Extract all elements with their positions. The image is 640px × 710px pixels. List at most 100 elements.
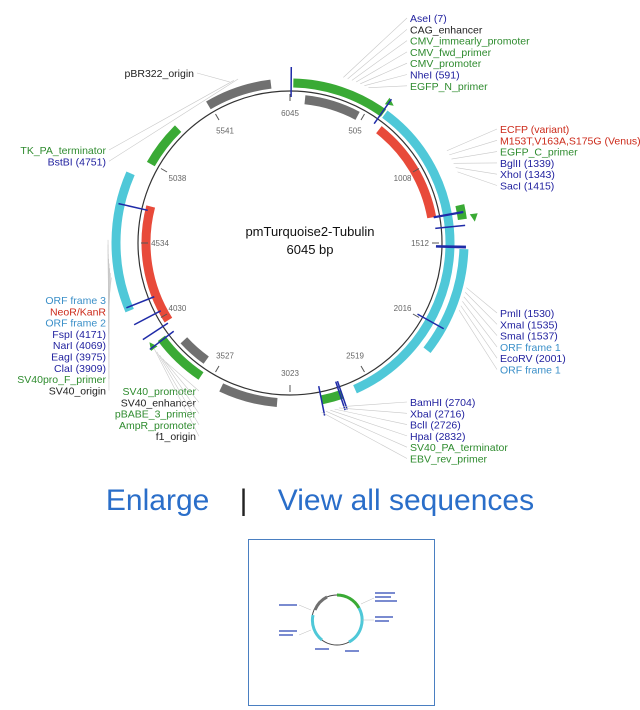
scale-tick	[160, 313, 168, 318]
feature-label[interactable]: ORF frame 1	[500, 365, 561, 377]
feature-arc[interactable]	[376, 126, 437, 219]
restriction-site-tick	[417, 313, 445, 330]
link-separator: |	[239, 484, 248, 517]
scale-tick-label: 5541	[216, 126, 234, 135]
feature-label[interactable]: CMV_immearly_promoter	[410, 36, 530, 48]
restriction-site-tick	[336, 380, 348, 410]
feature-label[interactable]: ORF frame 2	[45, 318, 106, 330]
feature-label[interactable]: SV40_enhancer	[121, 397, 197, 409]
feature-label[interactable]: pBR322_origin	[125, 68, 195, 80]
feature-label[interactable]: pBABE_3_primer	[115, 409, 197, 421]
label-leader-line	[360, 62, 408, 85]
feature-label[interactable]: ORF frame 1	[500, 342, 561, 354]
feature-label[interactable]: CMV_fwd_primer	[410, 47, 492, 59]
scale-tick	[215, 365, 220, 373]
feature-label[interactable]: EagI (3975)	[51, 352, 106, 364]
feature-label[interactable]: XhoI (1343)	[500, 169, 555, 181]
restriction-site-tick	[373, 98, 393, 125]
feature-label[interactable]: BstBI (4751)	[48, 156, 106, 168]
scale-tick	[215, 113, 220, 121]
restriction-site-tick	[133, 310, 162, 326]
feature-label[interactable]: SV40_promoter	[122, 386, 196, 398]
feature-label[interactable]: AmpR_promoter	[119, 420, 197, 432]
feature-label[interactable]: f1_origin	[156, 431, 196, 443]
label-leader-line	[455, 167, 498, 175]
label-leader-line	[165, 361, 200, 392]
feature-label[interactable]: FspI (4171)	[52, 329, 106, 341]
feature-arc[interactable]	[146, 125, 182, 167]
feature-label[interactable]: SacI (1415)	[500, 181, 554, 193]
feature-label[interactable]: EGFP_N_primer	[410, 81, 488, 93]
feature-label[interactable]: ORF frame 3	[45, 295, 106, 307]
feature-label[interactable]: BglII (1339)	[500, 158, 554, 170]
feature-arc[interactable]	[157, 335, 204, 380]
feature-label[interactable]: NeoR/KanR	[50, 306, 106, 318]
feature-label[interactable]: NarI (4069)	[53, 340, 106, 352]
feature-arc[interactable]	[293, 78, 387, 117]
feature-label[interactable]: SV40_PA_terminator	[410, 442, 508, 454]
feature-label[interactable]: TK_PA_terminator	[20, 145, 106, 157]
restriction-site-tick	[335, 381, 346, 411]
scale-tick-label: 4534	[151, 239, 169, 248]
label-leader-line	[156, 351, 200, 426]
plasmid-size: 6045 bp	[287, 242, 334, 257]
feature-label[interactable]: ECFP (variant)	[500, 124, 569, 136]
scale-tick-label: 3527	[216, 352, 234, 361]
feature-label[interactable]: HpaI (2832)	[410, 431, 465, 443]
feature-label[interactable]: EGFP_C_primer	[500, 147, 578, 159]
feature-label[interactable]: PmlI (1530)	[500, 308, 554, 320]
scale-tick-label: 505	[348, 126, 362, 135]
feature-arc[interactable]	[111, 171, 135, 313]
label-leader-line	[162, 358, 200, 403]
feature-label[interactable]: BamHI (2704)	[410, 397, 475, 409]
feature-label[interactable]: XmaI (1535)	[500, 319, 558, 331]
feature-arc[interactable]	[219, 383, 278, 407]
label-leader-line	[159, 355, 200, 414]
label-leader-line	[351, 40, 408, 81]
scale-tick-label: 1008	[394, 174, 412, 183]
label-leader-line	[153, 348, 200, 437]
feature-label[interactable]: SmaI (1537)	[500, 331, 558, 343]
feature-label[interactable]: SV40pro_F_primer	[17, 374, 106, 386]
restriction-site-tick	[317, 385, 326, 416]
feature-label[interactable]: EcoRV (2001)	[500, 353, 566, 365]
scale-tick-label: 5038	[169, 174, 187, 183]
scale-tick-label: 4030	[169, 304, 187, 313]
map-thumbnail[interactable]	[248, 539, 435, 706]
scale-tick-label: 6045	[281, 109, 299, 118]
label-leader-line	[446, 128, 498, 152]
feature-label[interactable]: NheI (591)	[410, 70, 460, 82]
restriction-site-tick	[126, 296, 155, 309]
label-leader-line	[364, 74, 408, 86]
backbone-circle	[137, 90, 443, 396]
feature-label[interactable]: AseI (7)	[410, 13, 447, 25]
thumbnail-image	[279, 592, 397, 652]
label-leader-line	[464, 292, 498, 325]
scale-tick-label: 2016	[394, 304, 412, 313]
feature-arc[interactable]	[423, 248, 469, 353]
feature-label[interactable]: EBV_rev_primer	[410, 454, 488, 466]
scale-tick	[412, 168, 420, 173]
feature-arc[interactable]	[141, 205, 173, 323]
feature-arc[interactable]	[180, 337, 209, 364]
feature-arc[interactable]	[206, 79, 272, 110]
plasmid-map: 6045505100815122016251930233527403045345…	[17, 13, 640, 466]
feature-label[interactable]: SV40_origin	[49, 385, 106, 397]
feature-label[interactable]: XbaI (2716)	[410, 408, 465, 420]
feature-arc[interactable]	[304, 95, 360, 120]
scale-tick	[360, 365, 365, 373]
link-bar: Enlarge | View all sequences	[0, 484, 640, 518]
restriction-site-tick	[435, 224, 466, 230]
feature-label[interactable]: BclI (2726)	[410, 420, 461, 432]
scale-tick	[412, 313, 420, 318]
enlarge-link[interactable]: Enlarge	[105, 484, 210, 517]
feature-label[interactable]: ClaI (3909)	[54, 363, 106, 375]
feature-arc[interactable]	[353, 110, 455, 394]
scale-tick-label: 3023	[281, 369, 299, 378]
scale-tick-label: 1512	[411, 239, 429, 248]
label-leader-line	[321, 411, 408, 459]
feature-label[interactable]: CAG_enhancer	[410, 24, 483, 36]
feature-label[interactable]: M153T,V163A,S175G (Venus)	[500, 135, 640, 147]
view-all-sequences-link[interactable]: View all sequences	[277, 484, 535, 517]
feature-label[interactable]: CMV_promoter	[410, 58, 482, 70]
